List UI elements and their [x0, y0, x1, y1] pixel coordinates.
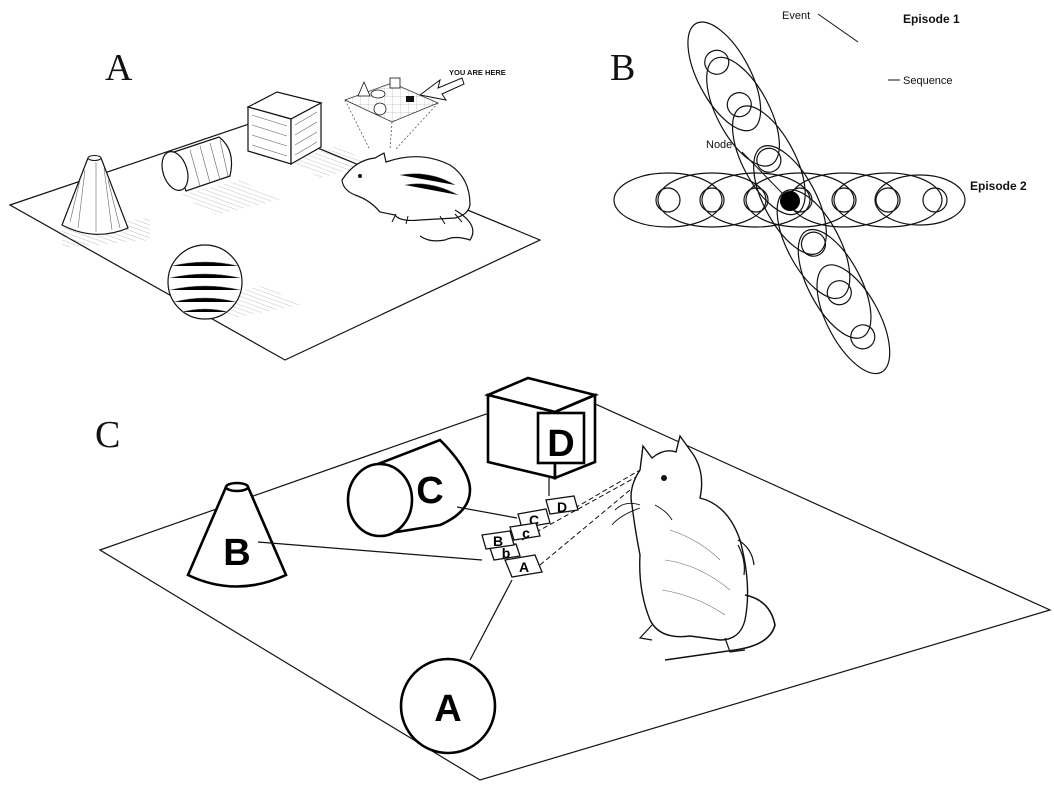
svg-text:c: c [522, 525, 530, 541]
svg-text:C: C [529, 512, 539, 528]
node-label: Node [706, 139, 732, 151]
panel-b-letter: B [610, 47, 635, 89]
panel-a-cylinder [161, 136, 280, 215]
panel-b: B Node Event Sequence Episode [610, 10, 1027, 375]
tile-a: A [504, 554, 543, 578]
panel-a-rat [341, 152, 474, 242]
node-point [780, 191, 800, 211]
tile-b: B [481, 530, 515, 550]
panel-a: A [8, 47, 542, 361]
tile-d: D [545, 495, 579, 515]
panel-c-tiles: A b B C c D [481, 495, 579, 578]
episode-1-sequence [687, 21, 891, 375]
panel-c-letter: C [95, 414, 120, 456]
panel-c-floor [98, 387, 1052, 781]
sequence-label: Sequence [903, 75, 953, 87]
svg-text:D: D [557, 499, 567, 515]
you-are-here-label: YOU ARE HERE [449, 68, 506, 77]
panel-a-minimap: YOU ARE HERE [343, 68, 506, 151]
svg-text:b: b [502, 545, 511, 561]
panel-a-letter: A [105, 47, 133, 89]
cylinder-letter: C [416, 470, 443, 512]
panel-c: C B C D A [95, 376, 1052, 781]
episode-2-sequence [613, 172, 966, 228]
tile-c-small: c [509, 522, 541, 541]
svg-text:A: A [519, 559, 529, 575]
panel-c-cube: D [483, 376, 600, 480]
cube-letter: D [547, 423, 574, 465]
panel-c-sphere: A [399, 657, 497, 755]
panel-a-cone [61, 155, 150, 248]
svg-text:B: B [493, 533, 503, 549]
panel-c-connectors [257, 469, 643, 661]
tile-c: C [517, 508, 551, 529]
panel-a-cube [246, 91, 370, 178]
panel-c-rat [611, 434, 776, 661]
panel-a-sphere [167, 244, 300, 320]
episode-2-label: Episode 2 [970, 179, 1027, 193]
panel-c-cylinder: C [346, 438, 472, 538]
sphere-letter: A [434, 688, 461, 730]
episode-1-label: Episode 1 [903, 12, 960, 26]
event-label: Event [782, 10, 810, 22]
panel-c-cone: B [186, 481, 288, 588]
cone-letter: B [223, 532, 250, 574]
